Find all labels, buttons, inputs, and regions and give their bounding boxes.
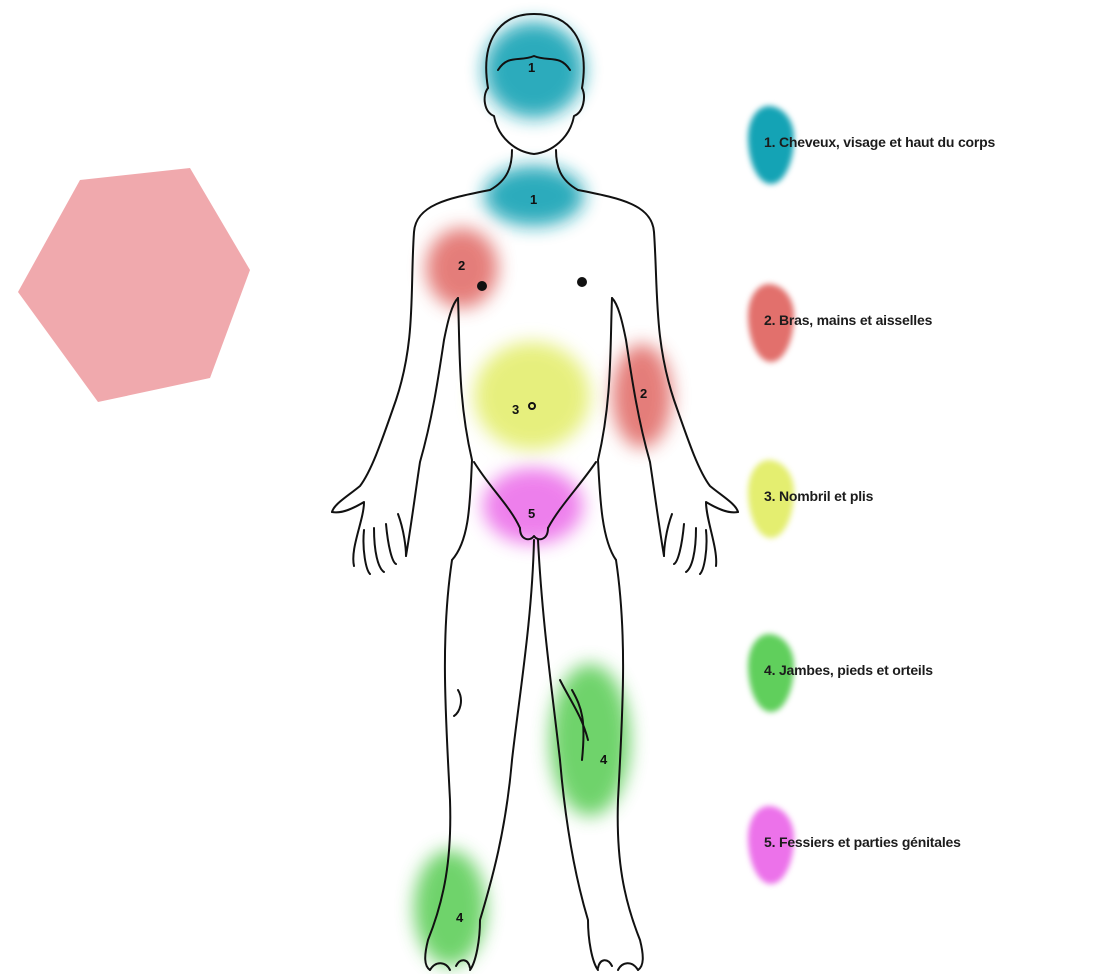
zone-marker-left-armpit: 2	[458, 258, 465, 273]
legend-item-2: 2. Bras, mains et aisselles	[748, 284, 1096, 364]
body-figure	[320, 0, 740, 974]
legend-label-2: 2. Bras, mains et aisselles	[764, 312, 932, 328]
legend-label-1: 1. Cheveux, visage et haut du corps	[764, 134, 995, 150]
legend-item-1: 1. Cheveux, visage et haut du corps	[748, 106, 1096, 186]
decorative-hexagon	[18, 166, 250, 402]
zone-marker-left-foot: 4	[456, 910, 463, 925]
body-diagram: 1 1 2 2 3 5 4 4	[320, 0, 740, 974]
zone-marker-right-arm: 2	[640, 386, 647, 401]
legend-item-4: 4. Jambes, pieds et orteils	[748, 634, 1096, 714]
legend-label-5: 5. Fessiers et parties génitales	[764, 834, 961, 850]
legend-item-3: 3. Nombril et plis	[748, 460, 1096, 540]
legend-label-4: 4. Jambes, pieds et orteils	[764, 662, 933, 678]
legend-item-5: 5. Fessiers et parties génitales	[748, 806, 1096, 886]
zone-marker-right-knee: 4	[600, 752, 607, 767]
zone-marker-neck: 1	[530, 192, 537, 207]
zone-blob-navel	[474, 342, 590, 450]
zone-marker-navel: 3	[512, 402, 519, 417]
zone-marker-head: 1	[528, 60, 535, 75]
zone-blob-left-foot	[414, 850, 486, 966]
zone-marker-groin: 5	[528, 506, 535, 521]
legend-label-3: 3. Nombril et plis	[764, 488, 873, 504]
